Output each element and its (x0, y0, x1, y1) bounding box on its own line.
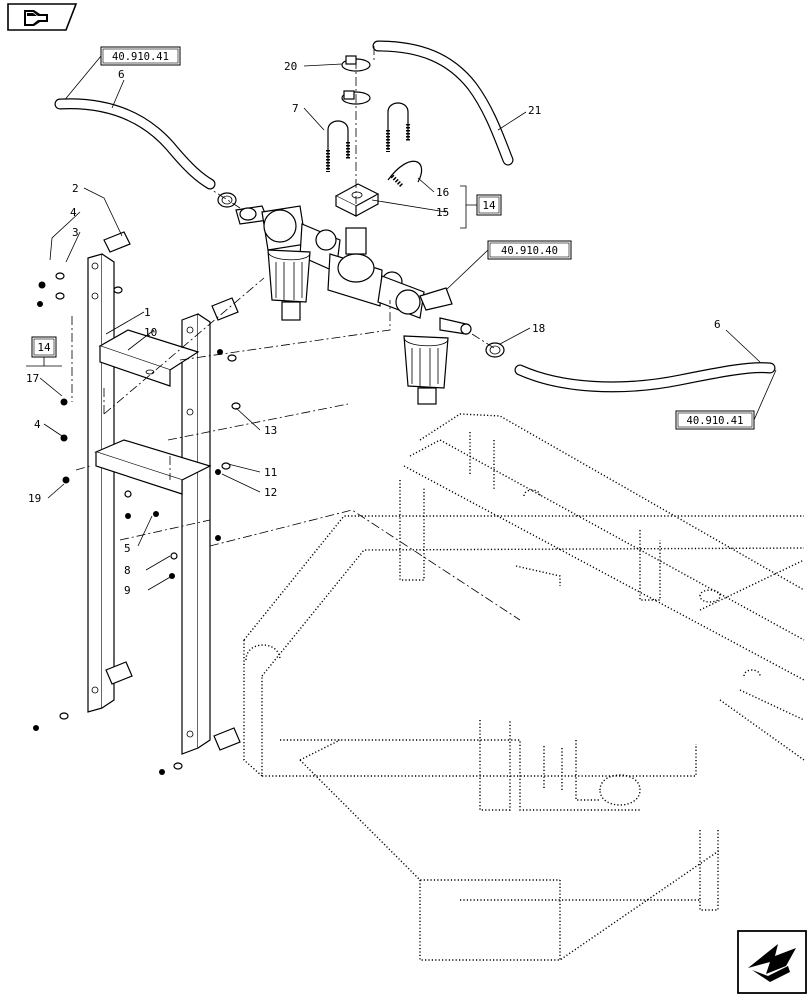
reference-code: 40.910.41 (687, 415, 744, 427)
callout-4: 4 (70, 206, 77, 219)
callout-18: 18 (532, 322, 545, 335)
next-page-arrow-icon[interactable] (737, 930, 807, 994)
reference-box-mid[interactable]: 40.910.40 (487, 240, 572, 260)
callout-15: 15 (436, 206, 449, 219)
u-bolt-right (386, 102, 410, 152)
mounting-bracket-right (181, 297, 241, 755)
callout-13: 13 (264, 424, 277, 437)
callout-21: 21 (528, 104, 541, 117)
callout-numbers: 2 4 3 1 10 17 4 19 13 11 12 5 8 9 6 6 7 … (26, 60, 721, 597)
hose-clamp (217, 192, 237, 208)
hose-clamp (485, 342, 505, 358)
mounting-bracket-left (87, 231, 133, 713)
previous-page-arrow-icon[interactable] (7, 3, 78, 31)
callout-6: 6 (118, 68, 125, 81)
hose-left (54, 98, 216, 190)
kit-box-top[interactable]: 14 (476, 194, 502, 216)
hose-top-right (372, 40, 514, 166)
filter-bowl-left (267, 249, 311, 321)
callout-20: 20 (284, 60, 297, 73)
kit-number: 14 (482, 199, 496, 212)
callout-4: 4 (34, 418, 41, 431)
reference-box-top-left[interactable]: 40.910.41 (100, 46, 181, 66)
callout-5: 5 (124, 542, 131, 555)
callout-3: 3 (72, 226, 79, 239)
reference-box-right[interactable]: 40.910.41 (675, 410, 755, 430)
cross-plate (94, 329, 212, 495)
callout-8: 8 (124, 564, 131, 577)
callout-17: 17 (26, 372, 39, 385)
reference-code: 40.910.40 (501, 245, 558, 257)
filter-bowl-right (403, 335, 449, 405)
callout-9: 9 (124, 584, 131, 597)
callout-16: 16 (436, 186, 449, 199)
hose-clamp-top (341, 55, 371, 105)
valve-manifold (235, 205, 472, 335)
callout-10: 10 (144, 326, 157, 339)
callout-6: 6 (714, 318, 721, 331)
kit-number: 14 (37, 341, 51, 354)
callout-12: 12 (264, 486, 277, 499)
kit-box-left[interactable]: 14 (31, 336, 57, 358)
reference-code: 40.910.41 (112, 51, 169, 63)
callout-leaders (39, 63, 761, 591)
fasteners (33, 272, 241, 775)
assembly-lines (71, 46, 521, 621)
sprayer-frame-phantom (243, 413, 805, 961)
mounting-block (334, 183, 380, 217)
callout-7: 7 (292, 102, 299, 115)
callout-1: 1 (144, 306, 151, 319)
callout-11: 11 (264, 466, 277, 479)
callout-19: 19 (28, 492, 41, 505)
u-bolt-left (326, 120, 350, 172)
u-bolt-small (387, 160, 423, 188)
hose-right (514, 362, 776, 393)
callout-2: 2 (72, 182, 79, 195)
